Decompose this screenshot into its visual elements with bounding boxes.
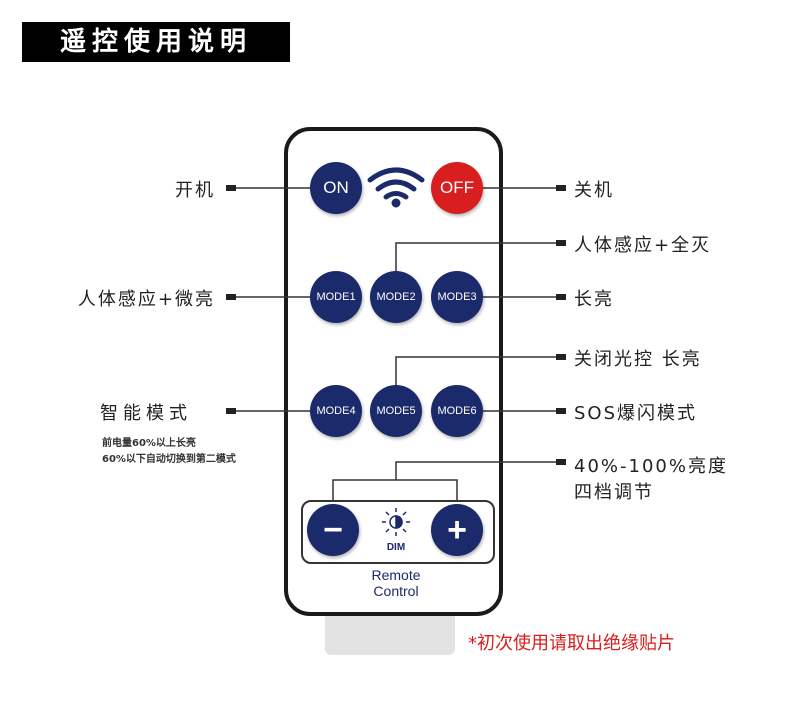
mode5-button[interactable]: MODE5 (370, 385, 422, 437)
mode6-button[interactable]: MODE6 (431, 385, 483, 437)
label-off: 关机 (574, 180, 614, 201)
label-on: 开机 (175, 180, 215, 201)
insulation-note: *初次使用请取出绝缘贴片 (468, 633, 675, 654)
mode1-button[interactable]: MODE1 (310, 271, 362, 323)
off-button[interactable]: OFF (431, 162, 483, 214)
remote-label-line2: Control (373, 583, 419, 599)
dim-label: DIM (386, 542, 406, 553)
label-dim-2: 四档调节 (574, 482, 654, 503)
label-mode2: 人体感应+全灭 (574, 235, 712, 256)
mode4-note-2: 60%以下自动切换到第二模式 (102, 454, 236, 465)
label-dim-1: 40%-100%亮度 (574, 456, 728, 477)
dim-plus-button[interactable]: + (431, 504, 483, 556)
label-mode5: 关闭光控 长亮 (574, 349, 702, 370)
page-title: 遥控使用说明 (22, 22, 290, 62)
brightness-icon (382, 508, 410, 536)
mode4-button[interactable]: MODE4 (310, 385, 362, 437)
dim-minus-button[interactable]: − (307, 504, 359, 556)
wifi-icon (367, 167, 425, 208)
label-mode3: 长亮 (574, 289, 614, 310)
label-mode6: SOS爆闪模式 (574, 403, 698, 424)
remote-label-line1: Remote (371, 567, 421, 583)
mode2-button[interactable]: MODE2 (370, 271, 422, 323)
mode3-button[interactable]: MODE3 (431, 271, 483, 323)
on-button[interactable]: ON (310, 162, 362, 214)
label-mode4: 智能模式 (100, 403, 192, 424)
mode4-note-1: 前电量60%以上长亮 (102, 438, 196, 449)
dim-panel (301, 500, 495, 564)
label-mode1: 人体感应+微亮 (77, 289, 215, 310)
